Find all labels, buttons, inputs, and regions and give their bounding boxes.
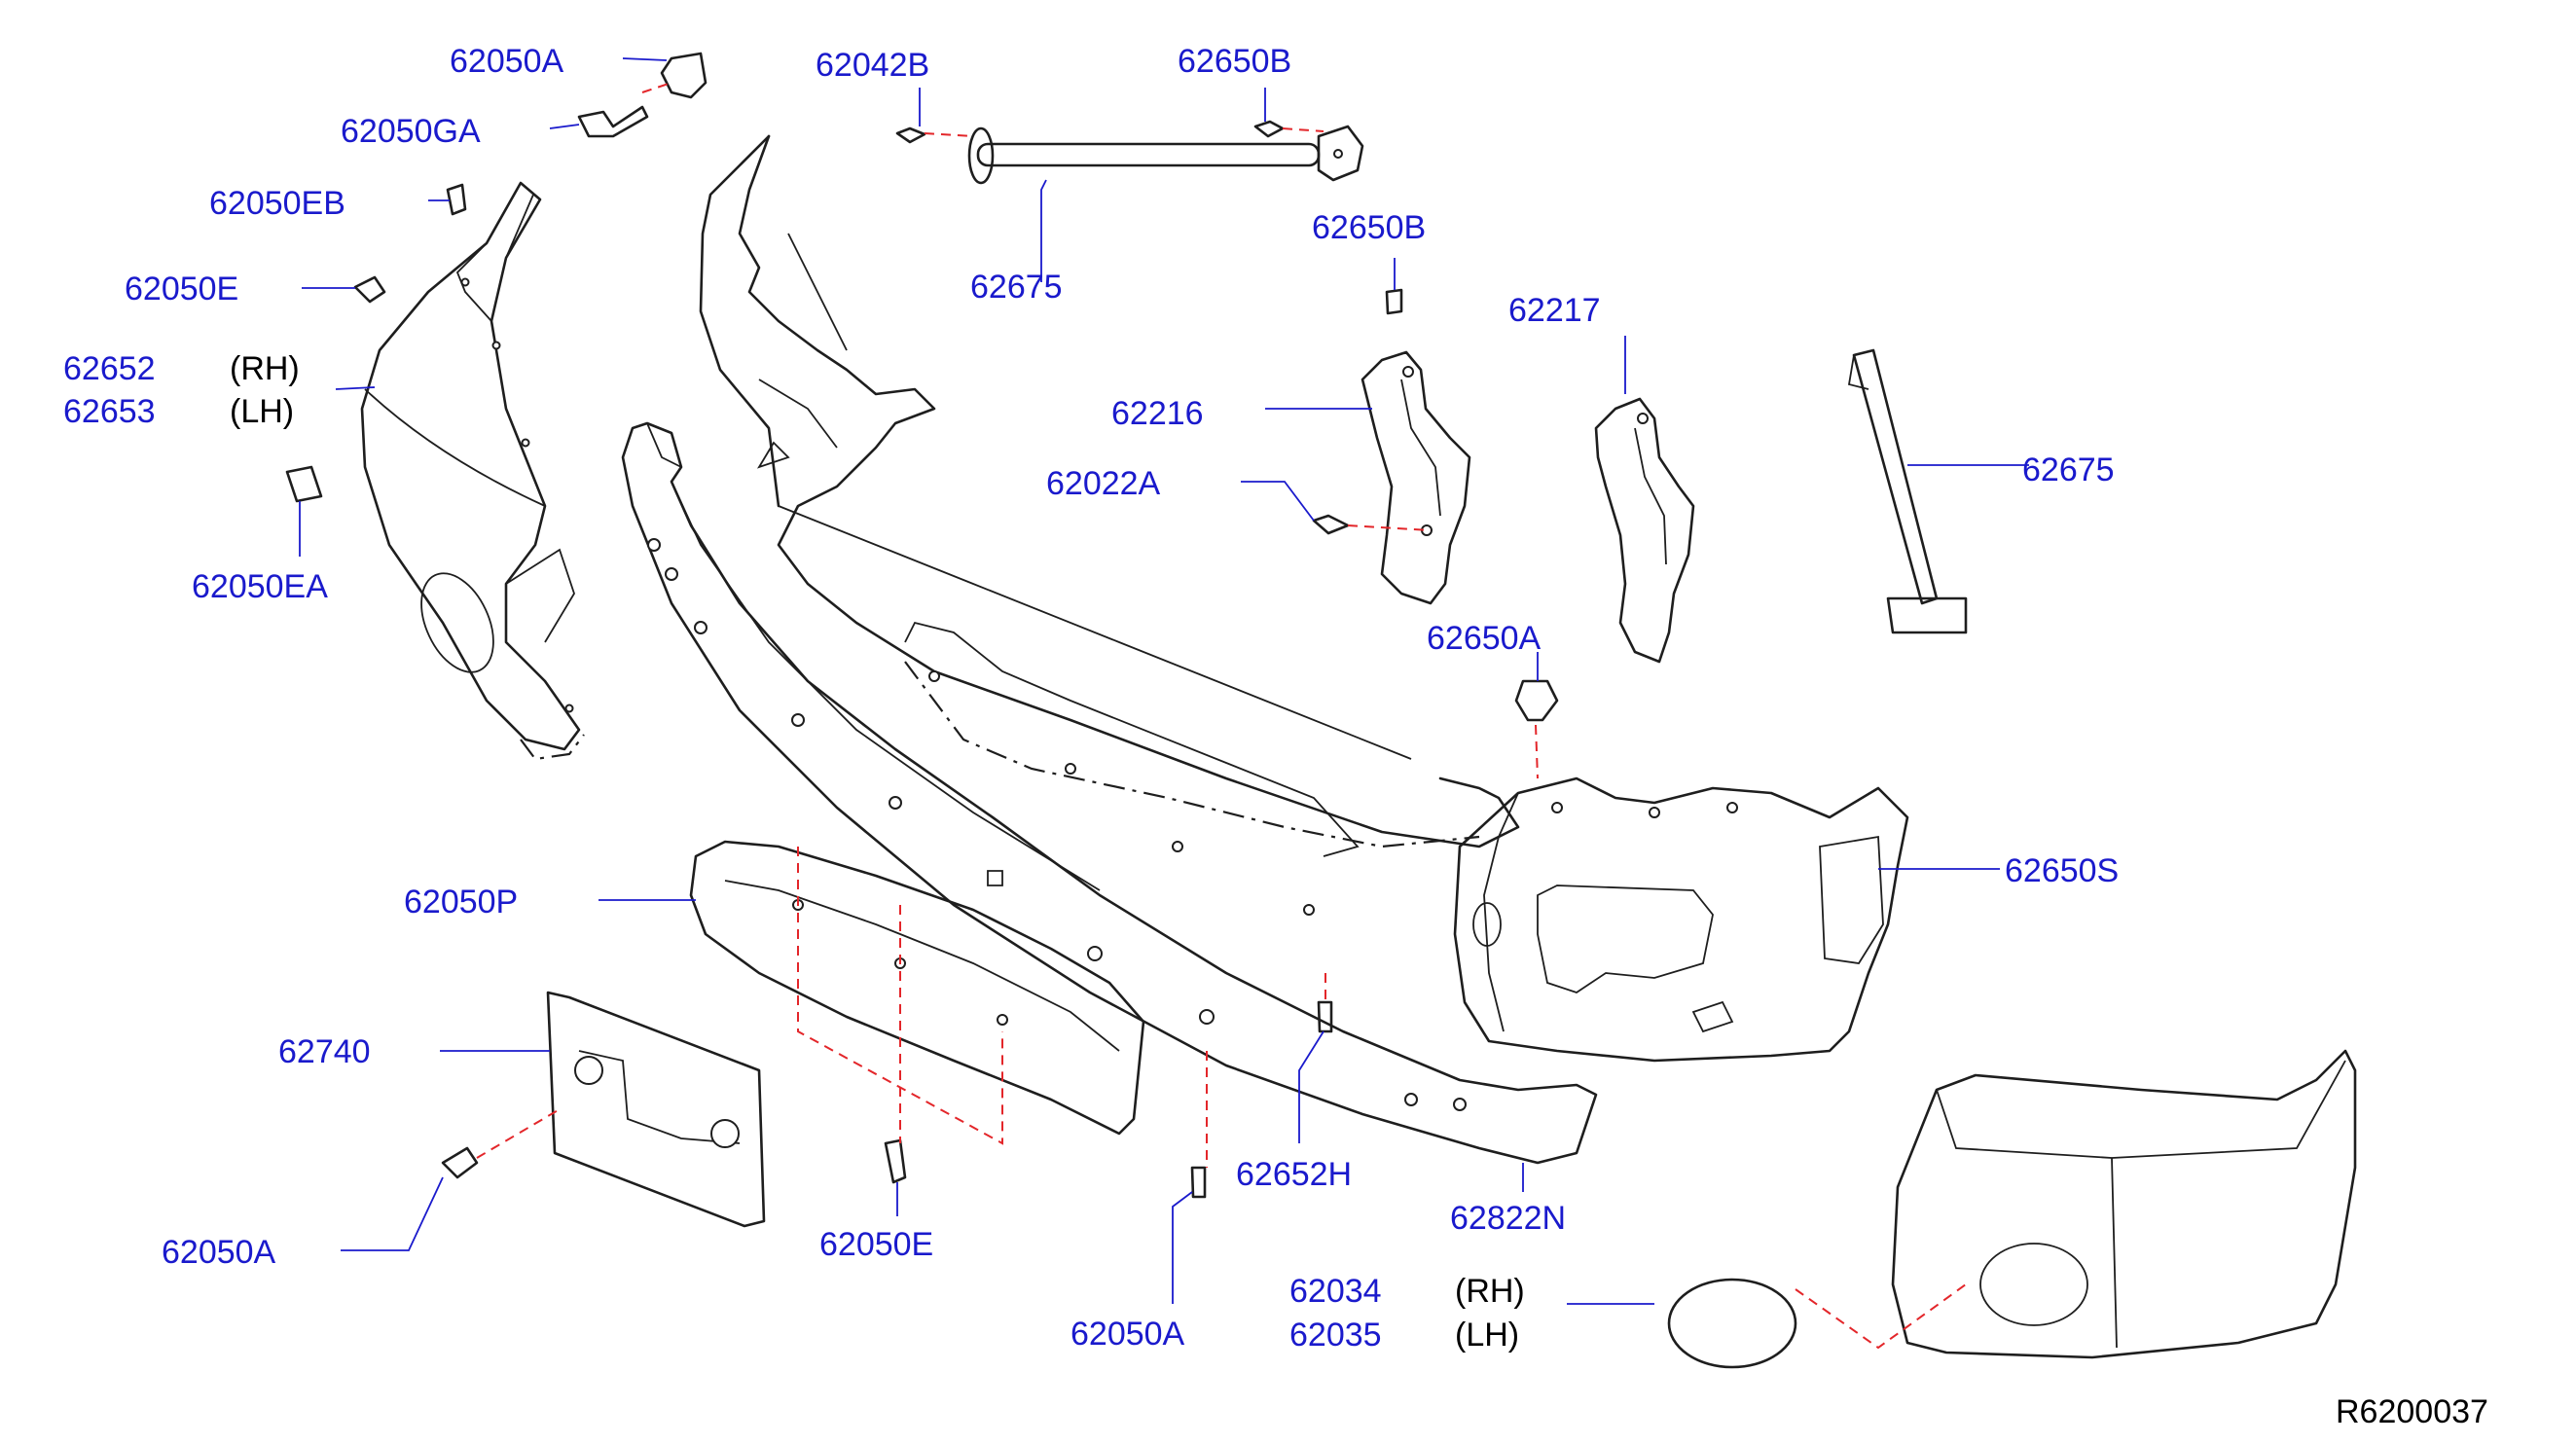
label-62034: 62034	[1289, 1273, 1382, 1310]
screw-62650B-top	[1253, 120, 1285, 138]
label-62653: 62653	[63, 393, 156, 430]
fog-lamp-cover-drawing	[1667, 1278, 1797, 1369]
label-62050P: 62050P	[404, 884, 518, 921]
clip-62050E-left	[353, 275, 386, 304]
label-62050A-left: 62050A	[162, 1234, 276, 1271]
label-62050A-bottom: 62050A	[1070, 1316, 1185, 1353]
label-62653-side: (LH)	[230, 393, 294, 430]
screw-62050E-bottom	[884, 1138, 907, 1184]
bracket-62217-drawing	[1594, 397, 1695, 664]
screw-62050EB	[446, 183, 467, 216]
label-62650S: 62650S	[2005, 852, 2119, 889]
label-62740: 62740	[278, 1033, 371, 1070]
label-62050EA: 62050EA	[192, 568, 328, 605]
leader-lines	[299, 57, 2029, 1305]
rod-right-drawing	[1847, 348, 1968, 634]
screw-62022A	[1312, 514, 1350, 535]
screw-62050GA	[577, 105, 649, 138]
label-62650B-top: 62650B	[1178, 43, 1291, 80]
license-bracket-drawing	[546, 991, 766, 1228]
screw-62650B-mid	[1385, 288, 1403, 315]
side-trim-drawing	[360, 181, 585, 761]
screw-62042B	[895, 126, 926, 144]
label-62652-side: (RH)	[230, 350, 300, 387]
label-62035-side: (LH)	[1455, 1317, 1519, 1354]
label-62050EB: 62050EB	[209, 185, 345, 222]
lower-grille-drawing	[689, 840, 1145, 1136]
clip-62650A	[1514, 679, 1559, 722]
label-62050E-bottom: 62050E	[819, 1226, 933, 1263]
label-62050E-left: 62050E	[125, 271, 238, 307]
label-62675-right: 62675	[2022, 451, 2115, 488]
clip-62050EA	[285, 465, 323, 503]
clip-62050A-top	[660, 52, 707, 99]
label-62034-side: (RH)	[1455, 1273, 1525, 1310]
label-62822N: 62822N	[1450, 1200, 1566, 1237]
label-62675-top: 62675	[970, 269, 1063, 306]
end-cap-right-drawing	[1891, 1049, 2357, 1359]
bumper-reinforcement-drawing	[1453, 776, 1909, 1063]
diagram-reference-code: R6200037	[2336, 1393, 2488, 1430]
screw-62050A-bottom	[1190, 1166, 1207, 1199]
crossbar-top-drawing	[967, 125, 1364, 185]
assembly-lines	[476, 82, 1967, 1350]
label-62652: 62652	[63, 350, 156, 387]
label-62650A-mid: 62650A	[1427, 620, 1542, 657]
screw-62050A-left	[441, 1146, 479, 1179]
label-62050GA: 62050GA	[341, 113, 481, 150]
part-labels: 62050A 62050GA 62050EB 62050E 62652 (RH)…	[63, 43, 2488, 1430]
label-62216: 62216	[1111, 395, 1204, 432]
label-62050A-top: 62050A	[450, 43, 564, 80]
screw-62652H	[1317, 1000, 1333, 1033]
lower-valance-drawing	[621, 421, 1598, 1165]
label-62022A: 62022A	[1046, 465, 1161, 502]
bumper-cover-upper-drawing	[699, 134, 1520, 916]
label-62042B: 62042B	[816, 47, 929, 84]
label-62650B-mid: 62650B	[1312, 209, 1426, 246]
label-62035: 62035	[1289, 1317, 1382, 1354]
bracket-62216-drawing	[1361, 350, 1471, 605]
label-62652H: 62652H	[1236, 1156, 1352, 1193]
label-62217: 62217	[1508, 292, 1601, 329]
